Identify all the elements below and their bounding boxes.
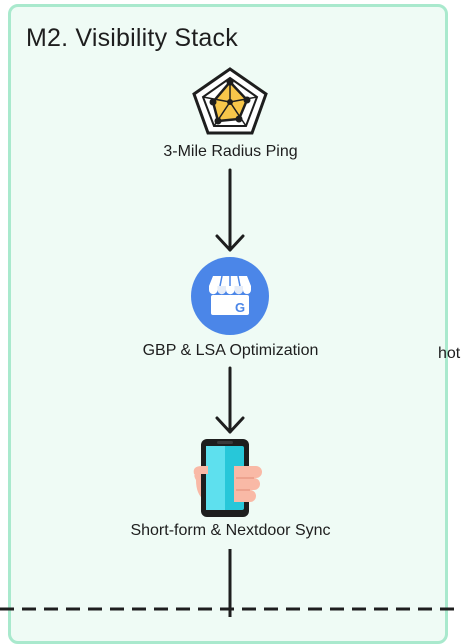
section-title: M2. Visibility Stack	[26, 24, 238, 52]
svg-text:G: G	[235, 300, 245, 315]
radar-pentagon-icon	[192, 67, 268, 135]
arrow-gbp-to-phone	[215, 366, 245, 434]
node-label-shortform-nextdoor: Short-form & Nextdoor Sync	[130, 522, 331, 539]
google-business-store-icon: G	[191, 257, 269, 335]
arrow-ping-to-gbp	[215, 168, 245, 252]
dashed-boundary-line	[0, 607, 461, 611]
hand-holding-phone-icon	[193, 439, 262, 517]
edge-label-fragment: hot	[438, 345, 461, 362]
connector-arrows	[215, 168, 245, 617]
node-label-gbp-lsa: GBP & LSA Optimization	[142, 342, 319, 359]
node-label-radius-ping: 3-Mile Radius Ping	[163, 143, 298, 160]
